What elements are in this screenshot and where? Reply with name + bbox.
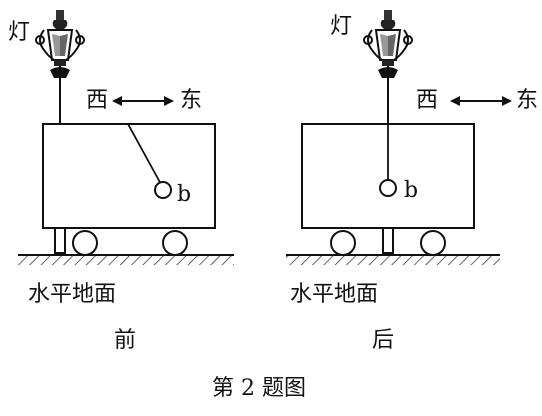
- lamp-label: 灯: [8, 20, 31, 45]
- wheel: [420, 230, 446, 256]
- wheel: [162, 230, 188, 256]
- ground-label: 水平地面: [290, 282, 379, 307]
- east-label: 东: [180, 88, 203, 113]
- cart-support: [382, 227, 394, 254]
- panel-after: [286, 10, 512, 265]
- ground-label: 水平地面: [28, 282, 117, 307]
- wheel: [330, 230, 356, 256]
- cart-body: [42, 123, 216, 229]
- lamp-label: 灯: [330, 14, 353, 39]
- ball-label: b: [177, 182, 192, 207]
- figure-caption: 第 2 题图: [212, 376, 306, 401]
- street-lamp-icon: [363, 10, 413, 124]
- east-label: 东: [516, 88, 539, 113]
- west-label: 西: [86, 88, 109, 113]
- wheel: [72, 230, 98, 256]
- pendulum-string: [127, 123, 163, 187]
- ball-label: b: [404, 178, 419, 203]
- pendulum-ball: [154, 181, 172, 199]
- pendulum-ball: [379, 179, 397, 197]
- ground-hatch: [286, 256, 500, 265]
- ground-hatch: [18, 256, 234, 265]
- panel-label-after: 后: [372, 328, 395, 353]
- street-lamp-icon: [35, 10, 85, 124]
- cart-support: [54, 227, 66, 254]
- panel-before: [18, 10, 234, 265]
- direction-arrow-icon: [112, 96, 174, 106]
- panel-label-before: 前: [114, 328, 137, 353]
- direction-arrow-icon: [450, 96, 512, 106]
- west-label: 西: [416, 88, 439, 113]
